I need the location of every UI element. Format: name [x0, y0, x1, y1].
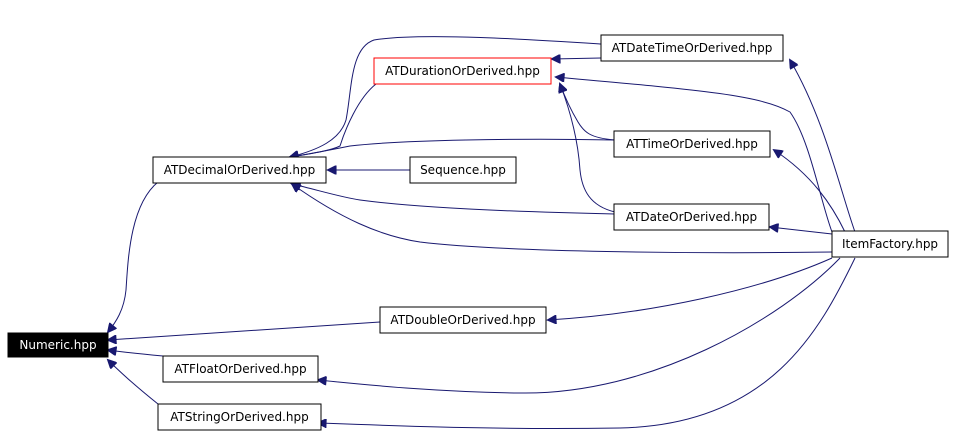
edge-itemfactory-to-datetime: [790, 60, 856, 233]
edge-string-to-numeric: [108, 360, 159, 405]
node-sequence[interactable]: Sequence.hpp: [409, 156, 517, 184]
edge-double-to-numeric: [108, 321, 381, 340]
edges: [108, 36, 856, 430]
edge-time-to-decimal: [290, 138, 616, 157]
edge-datetime-to-duration: [552, 58, 602, 59]
node-datetime[interactable]: ATDateTimeOrDerived.hpp: [600, 34, 784, 62]
edge-itemfactory-to-date: [770, 227, 833, 235]
node-decimal-label: ATDecimalOrDerived.hpp: [164, 163, 316, 177]
node-duration[interactable]: ATDurationOrDerived.hpp: [373, 57, 552, 85]
edge-itemfactory-to-duration: [556, 77, 833, 233]
node-datetime-label: ATDateTimeOrDerived.hpp: [612, 41, 773, 55]
edge-itemfactory-to-time: [774, 150, 846, 233]
node-double[interactable]: ATDoubleOrDerived.hpp: [379, 306, 547, 334]
node-date[interactable]: ATDateOrDerived.hpp: [613, 203, 770, 231]
node-string-label: ATStringOrDerived.hpp: [170, 410, 308, 424]
node-date-label: ATDateOrDerived.hpp: [626, 210, 757, 224]
edge-duration-to-decimal: [290, 83, 377, 157]
node-numeric[interactable]: Numeric.hpp: [7, 332, 109, 358]
edge-date-to-duration: [560, 84, 616, 213]
node-float[interactable]: ATFloatOrDerived.hpp: [162, 355, 319, 383]
edge-decimal-to-numeric: [108, 181, 159, 332]
node-duration-label: ATDurationOrDerived.hpp: [385, 64, 540, 78]
edge-datetime-to-decimal: [290, 36, 602, 157]
node-numeric-label: Numeric.hpp: [19, 338, 96, 352]
node-double-label: ATDoubleOrDerived.hpp: [390, 313, 535, 327]
node-time-label: ATTimeOrDerived.hpp: [626, 137, 758, 151]
edge-itemfactory-to-decimal: [292, 184, 833, 254]
edge-float-to-numeric: [108, 350, 164, 357]
node-itemfactory[interactable]: ItemFactory.hpp: [831, 230, 949, 258]
edge-date-to-decimal: [292, 184, 616, 215]
edge-itemfactory-to-string: [318, 257, 856, 430]
node-itemfactory-label: ItemFactory.hpp: [842, 237, 938, 251]
edge-itemfactory-to-float: [318, 257, 841, 394]
edge-itemfactory-to-double: [548, 257, 833, 320]
node-decimal[interactable]: ATDecimalOrDerived.hpp: [152, 156, 327, 184]
node-time[interactable]: ATTimeOrDerived.hpp: [613, 130, 771, 158]
edge-time-to-duration: [560, 84, 616, 141]
node-sequence-label: Sequence.hpp: [420, 163, 506, 177]
node-string[interactable]: ATStringOrDerived.hpp: [157, 403, 322, 431]
node-float-label: ATFloatOrDerived.hpp: [174, 362, 306, 376]
